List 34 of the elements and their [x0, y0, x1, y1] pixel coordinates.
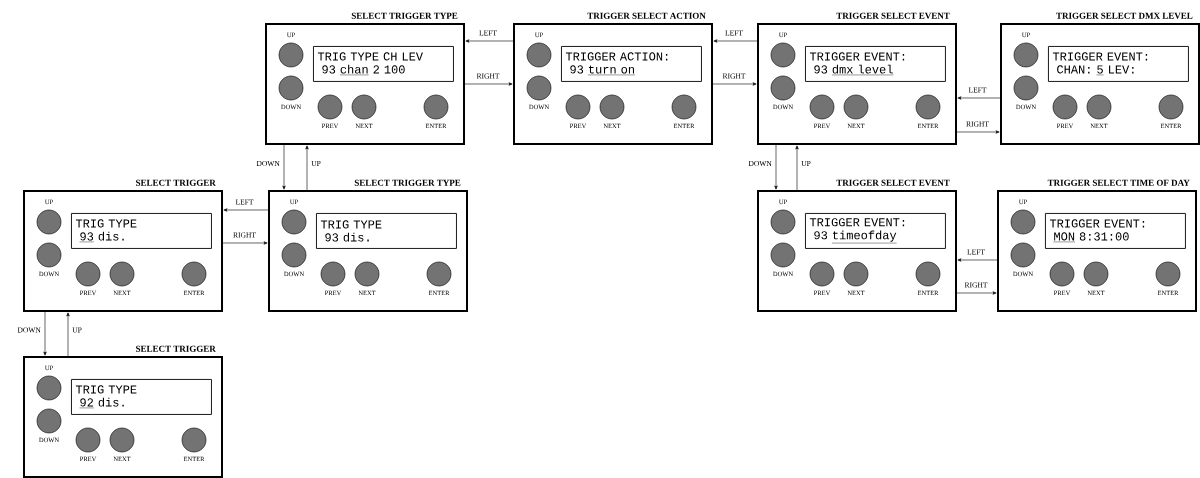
display-screen: TRIGGER ACTION: 93 turn on [561, 46, 702, 82]
display-screen: TRIG TYPE 93 dis. [316, 213, 457, 249]
arrow [713, 39, 758, 43]
node-label: SELECT TRIGGER TYPE [354, 179, 461, 186]
display-screen: TRIGGER EVENT: MON 8:31:00 [1045, 213, 1186, 249]
arrow [464, 82, 513, 86]
arrow [956, 291, 997, 295]
arrow [712, 82, 757, 86]
node-label: TRIGGER SELECT EVENT [836, 12, 950, 19]
display-screen: TRIGGER EVENT: 93 dmx level [805, 46, 946, 82]
node-label: TRIGGER SELECT EVENT [836, 179, 950, 186]
arrow [305, 145, 309, 191]
arrow [956, 130, 1000, 134]
display-screen: TRIG TYPE 93 dis. [71, 213, 212, 249]
display-screen: TRIG TYPE CH LEV 93 chan 2 100 [313, 46, 454, 82]
display-screen: TRIG TYPE 92 dis. [71, 379, 212, 415]
node-label: TRIGGER SELECT ACTION [587, 12, 706, 19]
display-screen: TRIGGER EVENT: CHAN: 5 LEV: [1048, 46, 1189, 82]
arrow [957, 96, 1001, 100]
arrow [795, 145, 799, 191]
node-label: SELECT TRIGGER [136, 179, 216, 186]
arrow [282, 144, 286, 190]
arrow [957, 258, 998, 262]
arrow [223, 208, 269, 212]
node-label: SELECT TRIGGER [136, 345, 216, 352]
node-label: TRIGGER SELECT DMX LEVEL [1056, 12, 1193, 19]
node-label: SELECT TRIGGER TYPE [351, 12, 458, 19]
display-screen: TRIGGER EVENT: 93 timeofday [805, 213, 946, 249]
arrow [222, 241, 268, 245]
arrow [43, 311, 47, 356]
arrow [465, 39, 514, 43]
node-label: TRIGGER SELECT TIME OF DAY [1047, 179, 1190, 186]
arrow [66, 312, 70, 357]
arrow [774, 144, 778, 190]
